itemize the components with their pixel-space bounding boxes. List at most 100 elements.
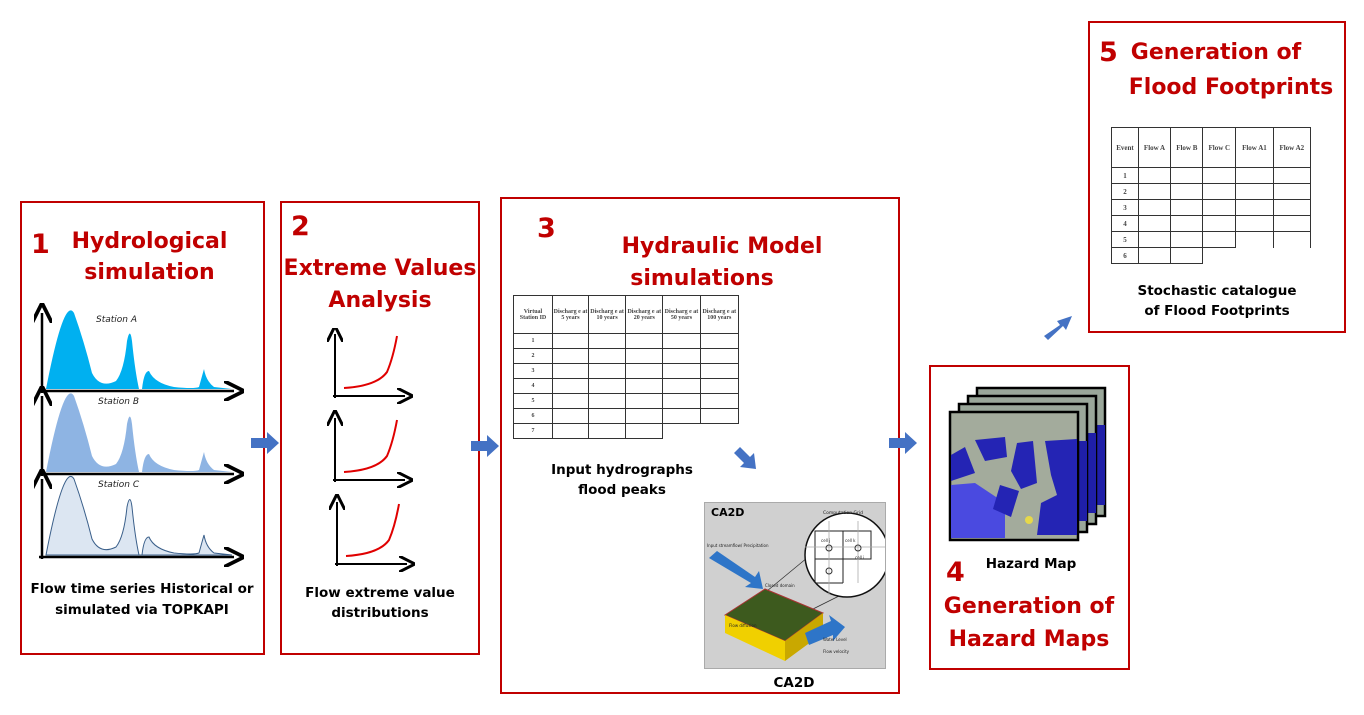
extreme-value-charts: [327, 328, 437, 598]
arrow-up-right-icon: [1044, 316, 1072, 340]
ca2d-caption: CA2D: [773, 675, 815, 691]
table-row: 4: [1111, 215, 1312, 232]
table-row: 1: [1111, 167, 1312, 184]
step-4-box: 4 Hazard Map Generation of Hazard Maps: [929, 365, 1130, 670]
step-1-title-line2: simulation: [84, 260, 215, 285]
step-5-box: 5 Generation of Flood Footprints Event F…: [1088, 21, 1346, 333]
table-header: Virtual Station ID: [513, 295, 553, 334]
step-2-box: 2 Extreme Values Analysis Flow extreme v…: [280, 201, 480, 655]
table-cell: 5: [1111, 231, 1139, 248]
step-5-caption-line1: Stochastic catalogue: [1137, 283, 1297, 299]
hydrograph-station-b: Station B: [39, 393, 234, 476]
arrow-right-icon: [471, 435, 499, 457]
step-1-title-line1: Hydrological: [71, 229, 228, 254]
table-header-row: Virtual Station ID Discharg e at 5 years…: [513, 295, 740, 334]
station-b-label: Station B: [98, 397, 139, 407]
step-4-title-line2: Hazard Maps: [948, 627, 1110, 652]
discharge-table: Virtual Station ID Discharg e at 5 years…: [513, 295, 740, 439]
table-cell: 2: [513, 348, 553, 364]
ca2d-diagram: Computation Grid cell j cell k cell i In…: [707, 510, 885, 661]
station-a-label: Station A: [96, 315, 137, 325]
table-cell: 7: [513, 423, 553, 439]
table-row: 6: [513, 408, 740, 424]
distribution-curve-2: [343, 419, 398, 473]
hydrograph-station-c: Station C: [39, 476, 234, 559]
ca2d-input-label: Input streamflow/ Precipitation: [707, 543, 769, 548]
arrow-right-icon: [251, 432, 279, 454]
step-5-title-line2: Flood Footprints: [1128, 75, 1334, 100]
step-3-box: 3 Hydraulic Model simulations Virtual St…: [500, 197, 900, 694]
step-5-title-line1: Generation of: [1130, 40, 1302, 65]
table-row: 7: [513, 423, 739, 439]
table-cell: 2: [1111, 183, 1139, 200]
ca2d-flow-diffusion-label: Flow diffusion: [729, 623, 757, 628]
hydrograph-station-a: Station A: [39, 310, 234, 393]
step-3-title-line2: simulations: [630, 266, 774, 291]
step-3-caption-line1: Input hydrographs: [551, 462, 693, 478]
station-b-area: [46, 393, 232, 472]
table-header-row: Event Flow A Flow B Flow C Flow A1 Flow …: [1111, 127, 1312, 168]
distribution-chart-3: [335, 502, 407, 566]
table-row: 3: [1111, 199, 1312, 216]
step-3-title-line1: Hydraulic Model: [621, 234, 823, 259]
ca2d-flow-velocity-label: Flow velocity: [823, 649, 850, 654]
distribution-curve-1: [343, 335, 398, 389]
step-3-number: 3: [537, 213, 556, 244]
table-row: 3: [513, 363, 740, 379]
table-cell: 1: [1111, 167, 1139, 184]
step-3-caption-line2: flood peaks: [578, 482, 666, 498]
hazard-map-label: Hazard Map: [985, 556, 1077, 572]
station-c-area: [45, 475, 233, 556]
step-2-title-line2: Analysis: [328, 288, 432, 313]
step-5-caption-line2: of Flood Footprints: [1144, 303, 1290, 319]
hydrograph-charts: Station A Station B Station C: [34, 301, 254, 571]
distribution-curve-3: [345, 503, 400, 557]
step-1-caption-line2: simulated via TOPKAPI: [55, 602, 229, 618]
step-2-caption-line1: Flow extreme value: [305, 585, 455, 601]
table-header: Flow A1: [1235, 127, 1274, 168]
step-2-caption-line2: distributions: [331, 605, 429, 621]
table-row: 2: [513, 348, 740, 364]
table-cell: 3: [1111, 199, 1139, 216]
ca2d-model-figure: CA2D Computation Grid cell j cell k cell…: [704, 502, 886, 669]
table-cell: 4: [1111, 215, 1139, 232]
ca2d-closed-domain-label: Closed domain: [765, 583, 795, 588]
table-header: Discharg e at 100 years: [699, 295, 740, 334]
table-cell: 4: [513, 378, 553, 394]
table-row: 1: [513, 333, 740, 349]
distribution-chart-2: [333, 418, 405, 482]
ca2d-cell-j: cell j: [821, 538, 830, 543]
step-4-number: 4: [946, 557, 965, 588]
arrow-down-right-icon: [734, 447, 756, 469]
table-header: Event: [1111, 127, 1139, 168]
flood-footprints-table: Event Flow A Flow B Flow C Flow A1 Flow …: [1111, 127, 1312, 264]
step-1-number: 1: [31, 229, 50, 260]
table-row: 2: [1111, 183, 1312, 200]
station-c-label: Station C: [98, 480, 140, 490]
table-row: 5: [1111, 231, 1312, 248]
hazard-map-stack: [948, 386, 1107, 542]
table-header: Discharg e at 5 years: [552, 295, 589, 334]
ca2d-grid-label: Computation Grid: [823, 510, 863, 516]
table-cell: 6: [1111, 247, 1139, 264]
distribution-chart-1: [333, 334, 405, 398]
step-5-number: 5: [1099, 37, 1118, 68]
step-4-title-line1: Generation of: [943, 594, 1115, 619]
table-header: Discharg e at 10 years: [587, 295, 627, 334]
table-cell: 6: [513, 408, 553, 424]
ca2d-cell-i: cell i: [855, 555, 864, 560]
table-header: Flow A2: [1272, 127, 1312, 168]
table-row: 4: [513, 378, 740, 394]
ca2d-water-level-label: Water Level: [823, 637, 847, 642]
table-header: Flow B: [1170, 127, 1204, 168]
station-a-area: [46, 310, 232, 389]
arrow-right-icon: [889, 432, 917, 454]
table-cell: 3: [513, 363, 553, 379]
step-1-box: 1 Hydrological simulation Station A Stat…: [20, 201, 265, 655]
table-header: Discharg e at 50 years: [662, 295, 701, 334]
hazard-map-front: [948, 410, 1080, 542]
table-cell: 5: [513, 393, 553, 409]
step-2-title-line1: Extreme Values: [283, 256, 477, 281]
table-row: 5: [513, 393, 740, 409]
table-header: Discharg e at 20 years: [625, 295, 664, 334]
